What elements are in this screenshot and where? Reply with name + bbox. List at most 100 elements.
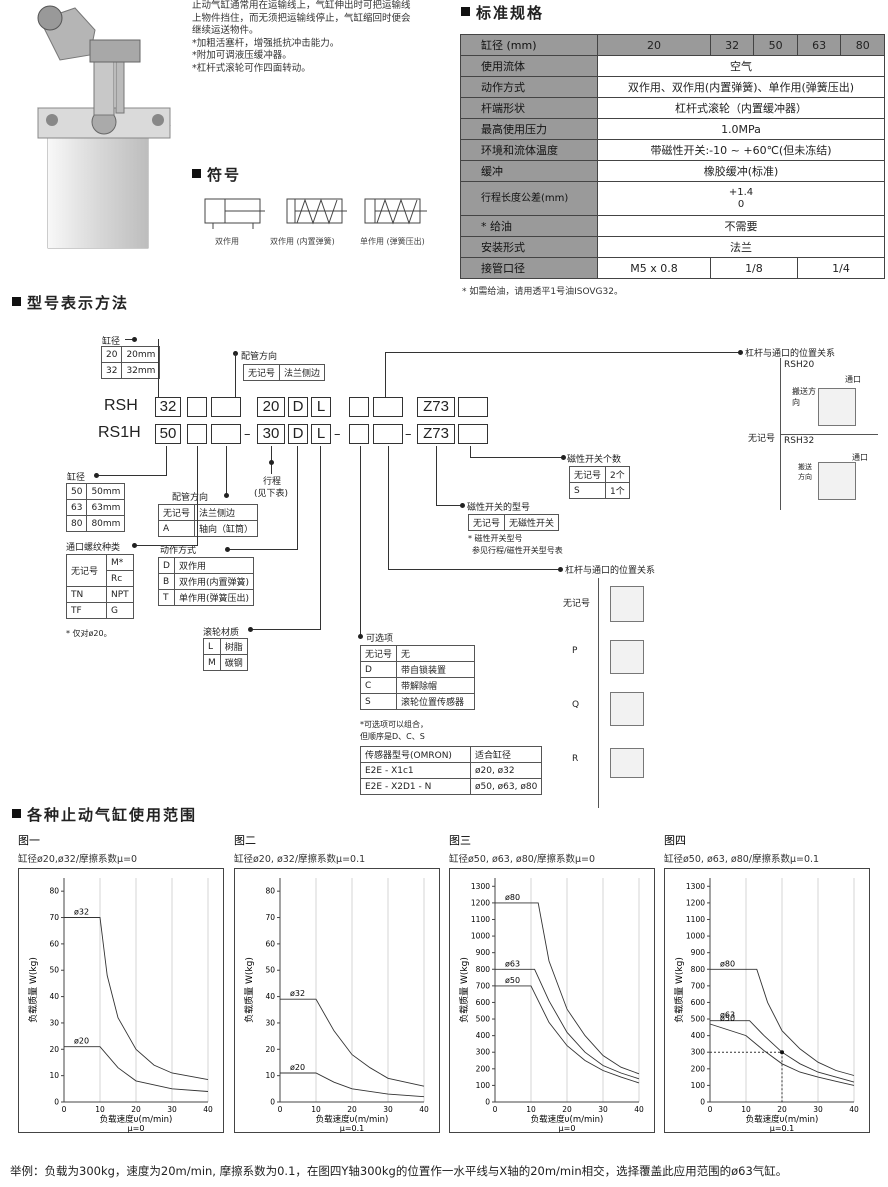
lever-diagram-icon — [610, 586, 644, 622]
y-tick-label: 20 — [265, 1045, 275, 1054]
lever-row: 无记号 — [563, 599, 591, 609]
x-tick-label: 10 — [526, 1105, 536, 1114]
spec-row-value: 1/8 — [709, 257, 798, 279]
y-tick-label: 0 — [54, 1098, 59, 1107]
y-tick-label: 500 — [476, 1015, 491, 1024]
usage-title: 各种止动气缸使用范围 — [12, 804, 197, 825]
spec-header-col: 20 — [597, 34, 711, 56]
x-tick-label: 40 — [203, 1105, 213, 1114]
x-tick-label: 20 — [562, 1105, 572, 1114]
dash: – — [405, 427, 412, 442]
spec-header-col: 80 — [840, 34, 885, 56]
spec-row-label: 接管口径 — [460, 257, 598, 279]
y-tick-label: 20 — [49, 1045, 59, 1054]
y-tick-label: 0 — [270, 1098, 275, 1107]
annotation-point — [780, 1050, 784, 1055]
port-diagram-icon — [818, 462, 856, 500]
intro-text: 止动气缸通常用在运输线上，气缸伸出时可把运输线 上物件挡住，而无须把运输线停止，… — [192, 0, 442, 75]
lever-top-row: RSH32 — [784, 436, 815, 446]
spec-header-col: 50 — [753, 34, 798, 56]
x-axis-label: 负载速度υ(m/min) — [531, 1114, 604, 1125]
intro-line: 继续运送物件。 — [192, 25, 259, 36]
spec-header-col: 63 — [796, 34, 842, 56]
switch-type-title: 磁性开关的型号 — [467, 503, 531, 513]
y-tick-label: 1300 — [471, 882, 490, 891]
y-tick-label: 10 — [49, 1071, 59, 1080]
spec-row-value: 带磁性开关:-10 ~ +60℃(但未冻结) — [597, 139, 885, 161]
y-tick-label: 400 — [691, 1031, 706, 1040]
symbol-label: 双作用 (内置弹簧) — [270, 237, 335, 246]
y-tick-label: 800 — [476, 965, 491, 974]
y-tick-label: 200 — [476, 1064, 491, 1073]
series-line — [280, 998, 425, 1087]
y-tick-label: 30 — [265, 1018, 275, 1027]
y-tick-label: 1100 — [471, 915, 490, 924]
switch-type-note: * 磁性开关型号 — [468, 534, 523, 543]
y-tick-label: 40 — [49, 992, 59, 1001]
model-prefix-1: RSH — [104, 397, 138, 414]
lever-row: Q — [572, 700, 580, 710]
x-axis-sublabel: μ=0 — [559, 1124, 576, 1133]
code-box: 50 — [155, 424, 181, 444]
spec-row-label: 环境和流体温度 — [460, 139, 598, 161]
chart-frame — [234, 868, 440, 1133]
y-tick-label: 1200 — [471, 898, 490, 907]
spec-title: 标准规格 — [461, 2, 544, 23]
chart-title: 图二 — [234, 834, 256, 847]
roller-title: 滚轮材质 — [203, 628, 240, 638]
x-tick-label: 0 — [493, 1105, 498, 1114]
y-tick-label: 900 — [476, 948, 491, 957]
series-line — [64, 917, 209, 1081]
code-box: Z73 — [417, 397, 455, 417]
stroke-sub: (见下表) — [254, 489, 289, 499]
y-tick-label: 800 — [691, 965, 706, 974]
spec-row-value: 橡胶缓冲(标准) — [597, 160, 885, 182]
chart-subtitle: 缸径ø50, ø63, ø80/摩擦系数μ=0.1 — [664, 853, 819, 865]
lever-row: P — [572, 646, 578, 656]
y-tick-label: 70 — [49, 913, 59, 922]
series-label: ø32 — [74, 908, 89, 917]
intro-line: *加粗活塞杆，增强抵抗冲击能力。 — [192, 37, 340, 49]
spec-row-value: 双作用、双作用(内置弹簧)、单作用(弹簧压出) — [597, 76, 885, 98]
carry-dir-label: 搬送方向 — [798, 463, 812, 481]
x-axis-sublabel: μ=0.1 — [340, 1124, 365, 1133]
switch-count-title: 磁性开关个数 — [567, 455, 622, 465]
series-label: ø50 — [720, 1014, 735, 1023]
code-box: D — [288, 424, 308, 444]
model-title: 型号表示方法 — [12, 292, 129, 313]
chart-subtitle: 缸径ø20, ø32/摩擦系数μ=0.1 — [234, 853, 365, 865]
carry-dir-label: 搬送方向 — [792, 387, 816, 407]
switch-type-note: 参见行程/磁性开关型号表 — [472, 546, 563, 555]
x-tick-label: 0 — [278, 1105, 283, 1114]
y-tick-label: 600 — [476, 998, 491, 1007]
dash: – — [244, 427, 251, 442]
series-line — [495, 968, 640, 1080]
spec-row-value: 杠杆式滚轮（内置缓冲器） — [597, 97, 885, 119]
series-line — [495, 902, 640, 1075]
y-tick-label: 1200 — [686, 898, 705, 907]
spec-header-label: 缸径 (mm) — [460, 34, 598, 56]
spec-row-label: 使用流体 — [460, 55, 598, 77]
code-box: 32 — [155, 397, 181, 417]
series-label: ø50 — [505, 976, 520, 985]
x-tick-label: 20 — [131, 1105, 141, 1114]
x-axis-label: 负载速度υ(m/min) — [100, 1114, 173, 1125]
lever-top-key: 无记号 — [748, 434, 776, 444]
y-axis-label: 负载质量 W(kg) — [458, 957, 470, 1023]
lever-diagram-icon — [610, 692, 644, 726]
x-axis-sublabel: μ=0.1 — [770, 1124, 795, 1133]
code-box-empty — [211, 397, 241, 417]
bore-title: 缸径 — [102, 337, 121, 347]
y-tick-label: 80 — [265, 887, 275, 896]
spec-row-label: * 给油 — [460, 215, 598, 237]
spec-header-col: 32 — [709, 34, 755, 56]
x-axis-sublabel: μ=0 — [128, 1124, 145, 1133]
lever-top-title: 杠杆与通口的位置关系 — [745, 349, 836, 359]
action-title: 动作方式 — [160, 546, 197, 556]
